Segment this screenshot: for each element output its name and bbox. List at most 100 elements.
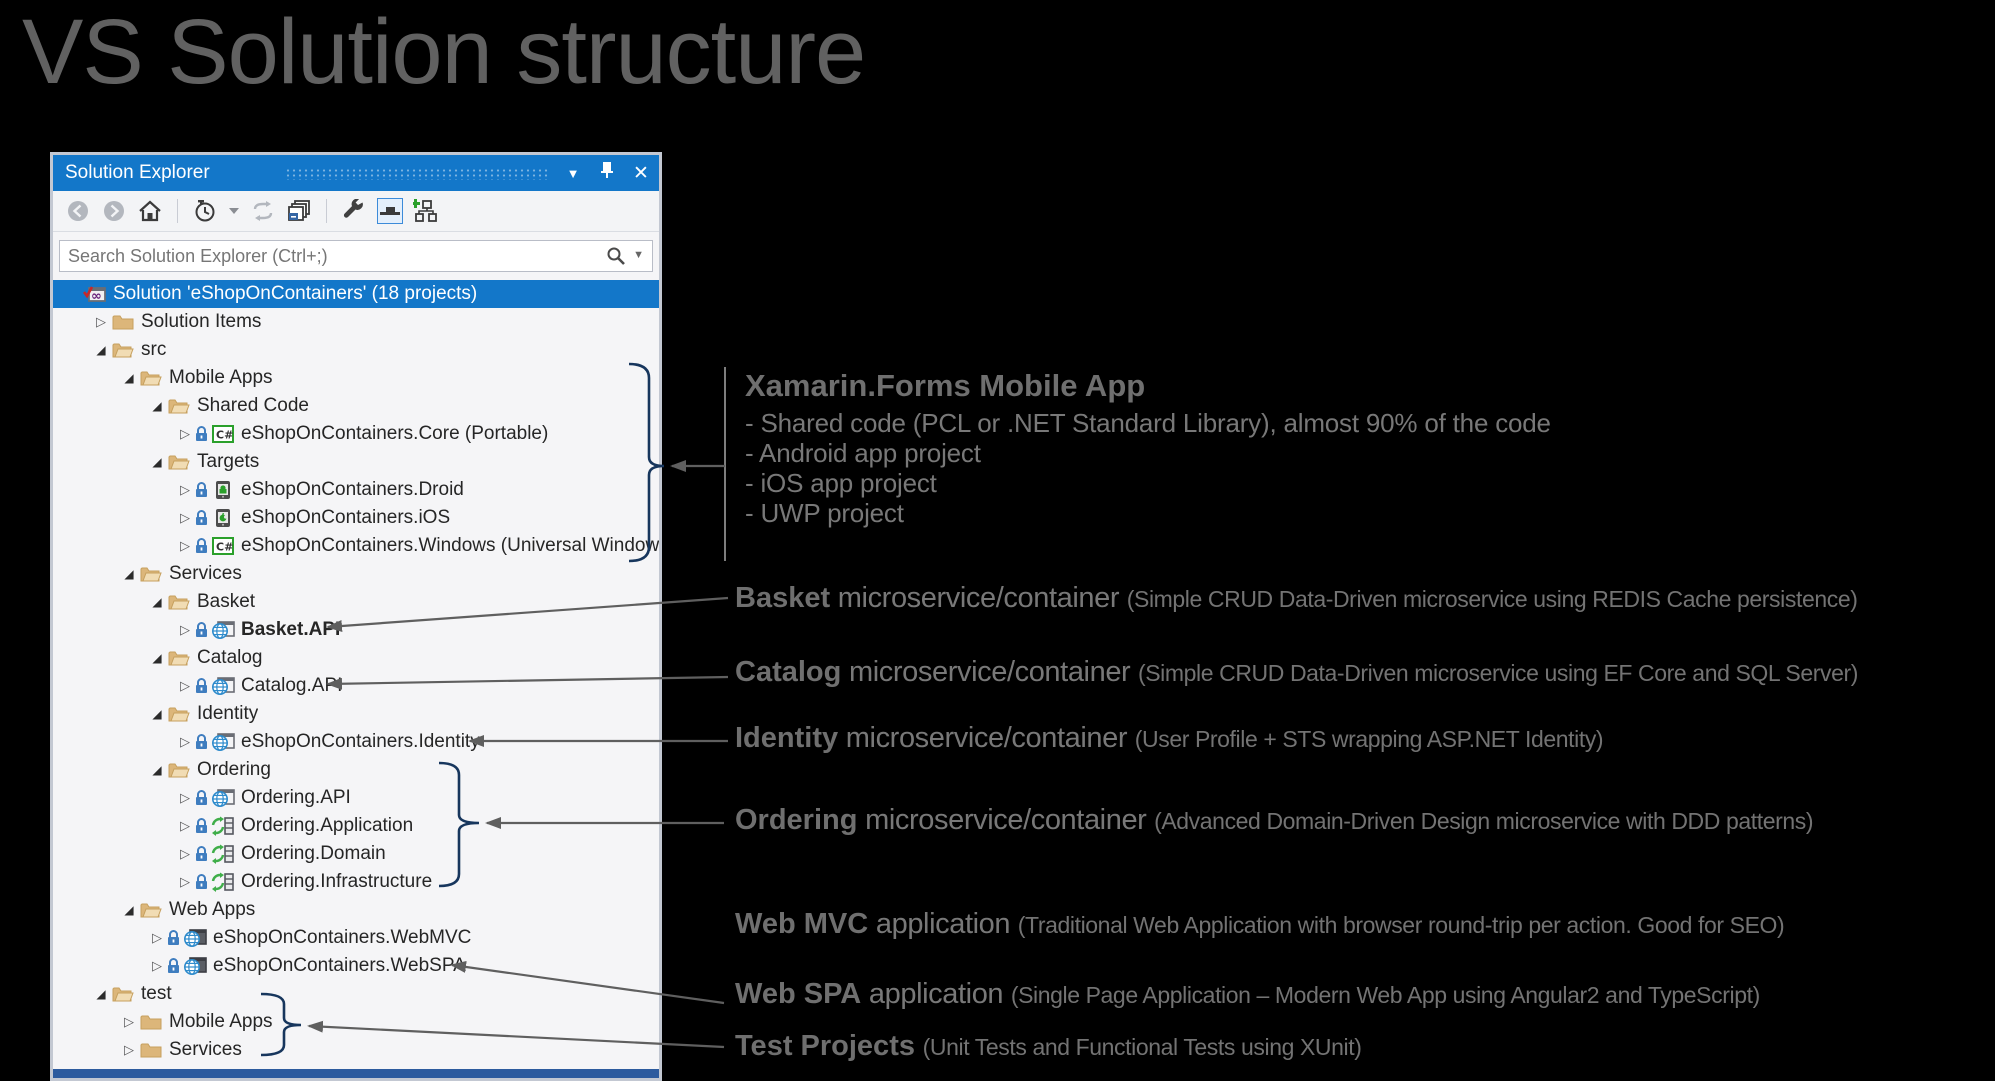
search-icon[interactable] [606,246,626,271]
tree-row[interactable]: ▷Mobile Apps [53,1008,659,1036]
lock-icon [167,929,182,947]
web-project-dark-icon [183,956,207,976]
expander-icon[interactable]: ◢ [152,455,162,469]
tree-row[interactable]: ▷ eShopOnContainers.WebMVC [53,924,659,952]
folder-open-icon [139,900,163,920]
expander-icon[interactable]: ◢ [152,399,162,413]
expander-icon[interactable]: ▷ [180,622,190,637]
search-input[interactable]: Search Solution Explorer (Ctrl+;) ▼ [59,240,653,272]
back-icon[interactable] [65,198,91,224]
tree-row[interactable]: ▷Catalog.API [53,672,659,700]
folder-closed-icon [111,312,135,332]
lock-icon [195,873,210,891]
tree-row[interactable]: ◢Ordering [53,756,659,784]
pin-icon[interactable] [597,161,617,185]
expander-icon[interactable]: ▷ [124,1014,134,1029]
dropdown-caret-icon[interactable] [228,198,240,224]
collapse-all-icon[interactable] [286,198,312,224]
expander-icon[interactable]: ▷ [180,538,190,553]
pending-changes-clock-icon[interactable] [192,198,218,224]
annotation-bullet: - Android app project [745,438,981,468]
folder-open-icon [111,340,135,360]
tree-row[interactable]: ◢Web Apps [53,896,659,924]
annotation-body: application [868,908,1018,940]
tree-row[interactable]: ▷eShopOnContainers.iOS [53,504,659,532]
tree-row[interactable]: ▷Services [53,1036,659,1064]
tree-row[interactable]: ◢Targets [53,448,659,476]
tree-item-label: Solution Items [141,311,262,332]
tree-row[interactable]: ▷eShopOnContainers.Droid [53,476,659,504]
tree-row[interactable]: ▷Ordering.Infrastructure [53,868,659,896]
tree-row[interactable]: ▷Ordering.Domain [53,840,659,868]
tree-row[interactable]: ▷eShopOnContainers.Identity [53,728,659,756]
tree-item-label: Basket [197,591,256,612]
expander-icon[interactable]: ▷ [180,426,190,441]
expander-icon[interactable]: ◢ [152,651,162,665]
tree-row[interactable]: ▷Basket.API [53,616,659,644]
show-all-files-icon[interactable] [377,198,403,224]
panel-titlebar[interactable]: Solution Explorer ▼ ✕ [53,155,659,191]
forward-icon[interactable] [101,198,127,224]
close-icon[interactable]: ✕ [633,162,649,184]
tree-item-label: eShopOnContainers.Windows (Universal Win… [241,535,659,556]
web-project-icon [211,620,235,640]
web-project-icon [211,676,235,696]
expander-icon[interactable]: ◢ [96,987,106,1001]
add-item-diagram-icon[interactable] [413,198,439,224]
annotation-body: application [861,978,1011,1010]
sync-icon[interactable] [250,198,276,224]
expander-icon[interactable]: ◢ [152,595,162,609]
tree-row[interactable]: ▷C#eShopOnContainers.Core (Portable) [53,420,659,448]
window-position-caret-icon[interactable]: ▼ [566,165,580,181]
tree-row[interactable]: ▷Ordering.Application [53,812,659,840]
expander-icon[interactable]: ◢ [124,567,134,581]
expander-icon[interactable]: ◢ [124,371,134,385]
tree-row[interactable]: ◢Mobile Apps [53,364,659,392]
tree-row[interactable]: ◢Identity [53,700,659,728]
annotation-bullet: - Shared code (PCL or .NET Standard Libr… [745,408,1551,438]
tree-item-label: eShopOnContainers.WebMVC [213,927,472,948]
home-icon[interactable] [137,198,163,224]
expander-icon[interactable]: ▷ [180,818,190,833]
expander-icon[interactable]: ▷ [180,482,190,497]
tree-row[interactable]: ◢test [53,980,659,1008]
expander-icon[interactable]: ◢ [96,343,106,357]
expander-icon[interactable]: ▷ [96,314,106,329]
expander-icon[interactable]: ▷ [180,734,190,749]
tree-row[interactable]: ◢ Basket [53,588,659,616]
tree-row[interactable]: ▷ Solution Items [53,308,659,336]
tree-row[interactable]: ▷Ordering.API [53,784,659,812]
tree-item-label: eShopOnContainers.Core (Portable) [241,423,549,444]
titlebar-grip-dots [285,168,549,180]
expander-icon[interactable]: ▷ [180,678,190,693]
annotation-xamarin-mobile-app: Xamarin.Forms Mobile App- Shared code (P… [745,368,1551,528]
expander-icon[interactable]: ◢ [124,903,134,917]
annotation-body [915,1030,923,1062]
folder-open-icon [167,396,191,416]
tree-row[interactable]: ∞Solution 'eShopOnContainers' (18 projec… [53,280,659,308]
annotation-lead: Web MVC [735,908,869,940]
annotation-lead: Basket [735,582,831,614]
tree-row[interactable]: ◢Services [53,560,659,588]
expander-icon[interactable]: ▷ [124,1042,134,1057]
expander-icon[interactable]: ◢ [152,707,162,721]
tree-row[interactable]: ▷C#eShopOnContainers.Windows (Universal … [53,532,659,560]
annotation-bullet: - UWP project [745,498,904,528]
expander-icon[interactable]: ◢ [152,763,162,777]
expander-icon[interactable]: ▷ [180,510,190,525]
expander-icon[interactable]: ▷ [180,790,190,805]
tree-row[interactable]: ◢src [53,336,659,364]
expander-icon[interactable]: ▷ [180,846,190,861]
tree-row[interactable]: ◢Catalog [53,644,659,672]
annotation-identity: Identity microservice/container (User Pr… [735,722,1604,755]
lock-icon [195,481,210,499]
expander-icon[interactable]: ▷ [180,874,190,889]
tree-row[interactable]: ◢Shared Code [53,392,659,420]
classlib-project-icon [211,816,235,836]
expander-icon[interactable]: ▷ [152,958,162,973]
properties-wrench-icon[interactable] [341,198,367,224]
tree-row[interactable]: ▷eShopOnContainers.WebSPA [53,952,659,980]
expander-icon[interactable]: ▷ [152,930,162,945]
annotation-body: microservice/container [841,656,1138,688]
search-options-caret-icon[interactable]: ▼ [633,249,644,261]
